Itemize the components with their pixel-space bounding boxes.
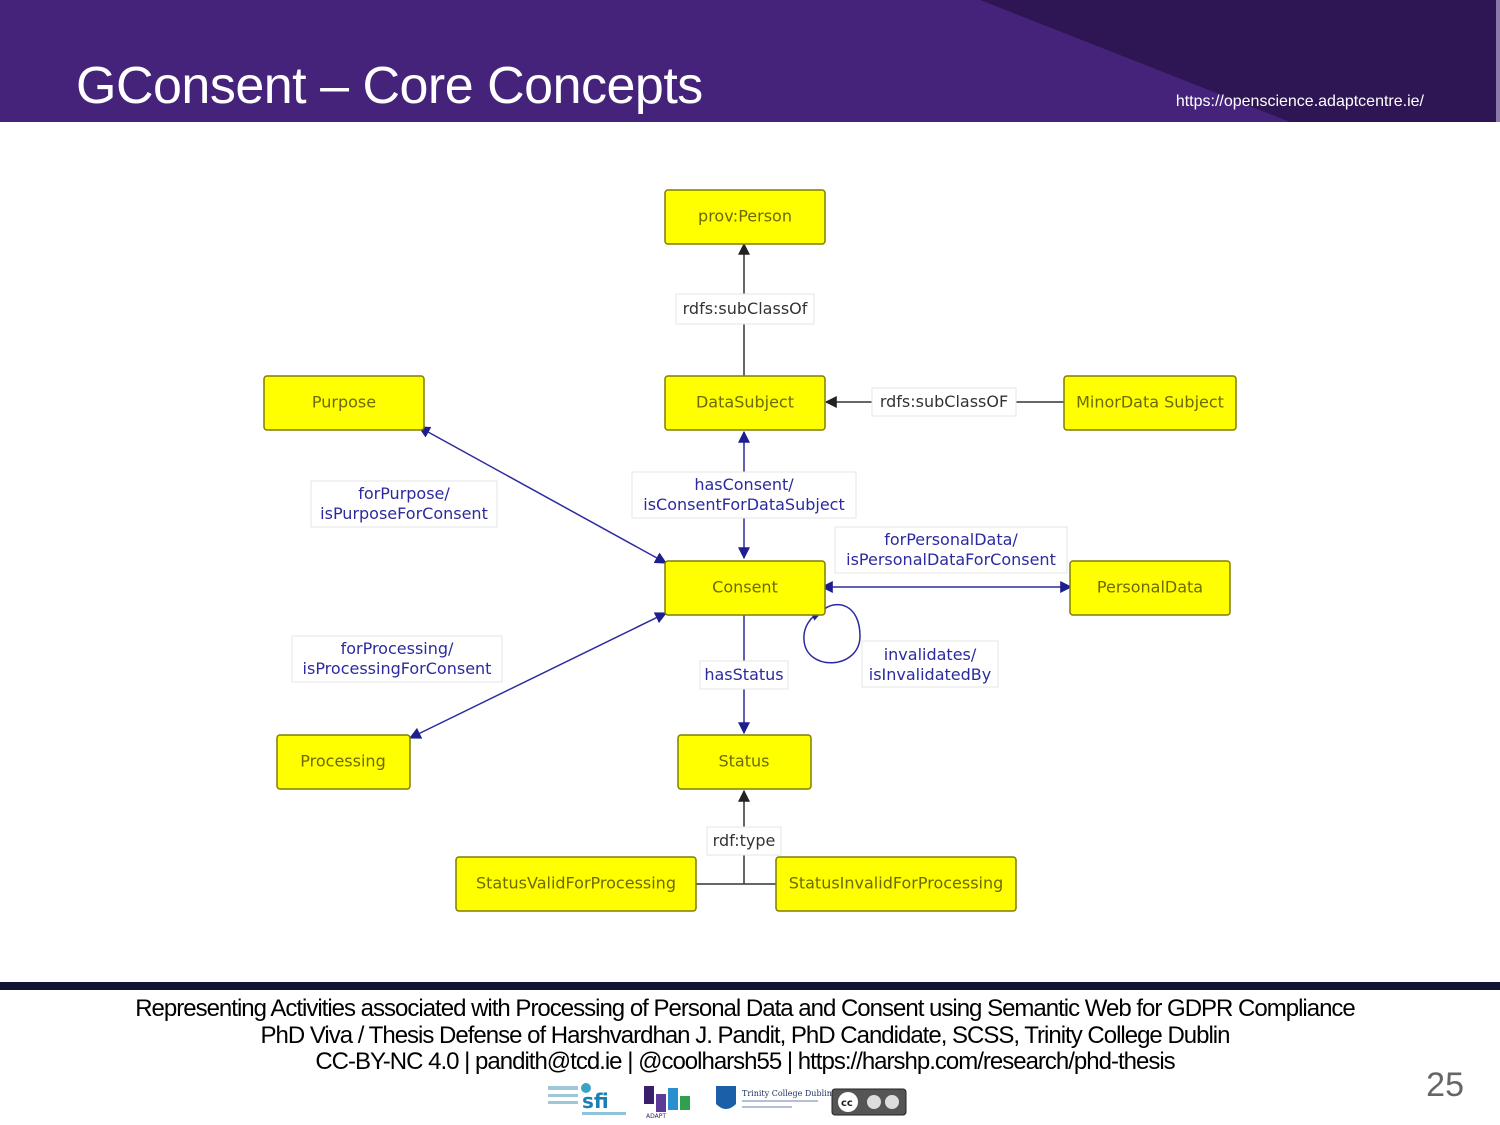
svg-text:Consent: Consent — [712, 578, 778, 597]
footer-logos: sfi ADAPT Trinity College Dublin cc — [548, 1083, 907, 1120]
node-purpose[interactable]: Purpose — [263, 375, 425, 431]
svg-text:ADAPT: ADAPT — [646, 1113, 666, 1120]
node-minor-data-subject[interactable]: MinorData Subject — [1063, 375, 1237, 431]
svg-text:isProcessingForConsent: isProcessingForConsent — [303, 659, 492, 678]
cc-license-icon: cc — [831, 1088, 907, 1116]
svg-text:forProcessing/: forProcessing/ — [341, 639, 454, 658]
header-url[interactable]: https://openscience.adaptcentre.ie/ — [1175, 93, 1424, 110]
slide-title: GConsent – Core Concepts — [76, 57, 703, 115]
node-prov-person[interactable]: prov:Person — [664, 189, 826, 245]
svg-text:rdf:type: rdf:type — [713, 831, 776, 850]
tcd-logo-icon: Trinity College Dublin — [716, 1086, 832, 1109]
node-processing[interactable]: Processing — [276, 734, 411, 790]
svg-text:Purpose: Purpose — [312, 393, 376, 412]
label-invalidates: invalidates/ isInvalidatedBy — [861, 640, 999, 688]
svg-text:hasStatus: hasStatus — [704, 665, 783, 684]
svg-text:isConsentForDataSubject: isConsentForDataSubject — [643, 495, 845, 514]
label-rdf-type: rdf:type — [706, 826, 782, 856]
svg-text:forPersonalData/: forPersonalData/ — [884, 530, 1018, 549]
footer-thesis-title: Representing Activities associated with … — [135, 995, 1356, 1022]
label-for-processing: forProcessing/ isProcessingForConsent — [291, 635, 503, 683]
edge-purpose-consent — [417, 426, 668, 564]
svg-text:isPersonalDataForConsent: isPersonalDataForConsent — [846, 550, 1056, 569]
svg-text:Trinity College Dublin: Trinity College Dublin — [742, 1089, 832, 1098]
sfi-logo-icon: sfi — [548, 1083, 626, 1115]
svg-text:PersonalData: PersonalData — [1097, 578, 1203, 597]
svg-text:rdfs:subClassOF: rdfs:subClassOF — [880, 392, 1008, 411]
svg-text:hasConsent/: hasConsent/ — [694, 475, 794, 494]
footer-contact[interactable]: CC-BY-NC 4.0 | pandith@tcd.ie | @coolhar… — [315, 1048, 1175, 1075]
label-subclass-person: rdfs:subClassOf — [675, 293, 815, 325]
svg-text:DataSubject: DataSubject — [696, 393, 794, 412]
header-edge-line — [1496, 0, 1500, 122]
svg-text:isPurposeForConsent: isPurposeForConsent — [320, 504, 488, 523]
svg-text:StatusInvalidForProcessing: StatusInvalidForProcessing — [789, 874, 1004, 893]
label-has-status: hasStatus — [699, 660, 789, 690]
slide-header: GConsent – Core Concepts https://opensci… — [0, 0, 1500, 122]
svg-text:Status: Status — [719, 752, 770, 771]
label-has-consent: hasConsent/ isConsentForDataSubject — [631, 471, 857, 519]
svg-text:isInvalidatedBy: isInvalidatedBy — [869, 665, 991, 684]
page-number: 25 — [1426, 1066, 1464, 1104]
node-status[interactable]: Status — [677, 734, 812, 790]
node-data-subject[interactable]: DataSubject — [664, 375, 826, 431]
svg-text:rdfs:subClassOf: rdfs:subClassOf — [683, 299, 808, 318]
adapt-logo-icon: ADAPT — [644, 1086, 690, 1120]
label-subclass-minor: rdfs:subClassOF — [871, 387, 1017, 417]
header-shade — [980, 0, 1500, 122]
footer-author: PhD Viva / Thesis Defense of Harshvardha… — [260, 1022, 1231, 1049]
node-personal-data[interactable]: PersonalData — [1069, 560, 1231, 616]
footer-bar — [0, 982, 1500, 990]
svg-text:prov:Person: prov:Person — [698, 207, 792, 226]
svg-text:sfi: sfi — [582, 1089, 609, 1113]
node-status-valid[interactable]: StatusValidForProcessing — [455, 856, 697, 912]
label-for-personal-data: forPersonalData/ isPersonalDataForConsen… — [834, 526, 1068, 574]
svg-text:cc: cc — [841, 1098, 853, 1109]
svg-text:invalidates/: invalidates/ — [884, 645, 977, 664]
svg-text:StatusValidForProcessing: StatusValidForProcessing — [476, 874, 676, 893]
node-status-invalid[interactable]: StatusInvalidForProcessing — [775, 856, 1017, 912]
edge-consent-self-loop — [803, 603, 861, 664]
edge-consent-processing — [408, 612, 668, 739]
ontology-diagram: rdfs:subClassOf rdfs:subClassOF hasConse… — [263, 189, 1237, 912]
node-consent[interactable]: Consent — [664, 560, 826, 616]
label-for-purpose: forPurpose/ isPurposeForConsent — [310, 480, 498, 528]
svg-text:Processing: Processing — [300, 752, 385, 771]
svg-text:forPurpose/: forPurpose/ — [358, 484, 450, 503]
svg-text:MinorData Subject: MinorData Subject — [1076, 393, 1224, 412]
